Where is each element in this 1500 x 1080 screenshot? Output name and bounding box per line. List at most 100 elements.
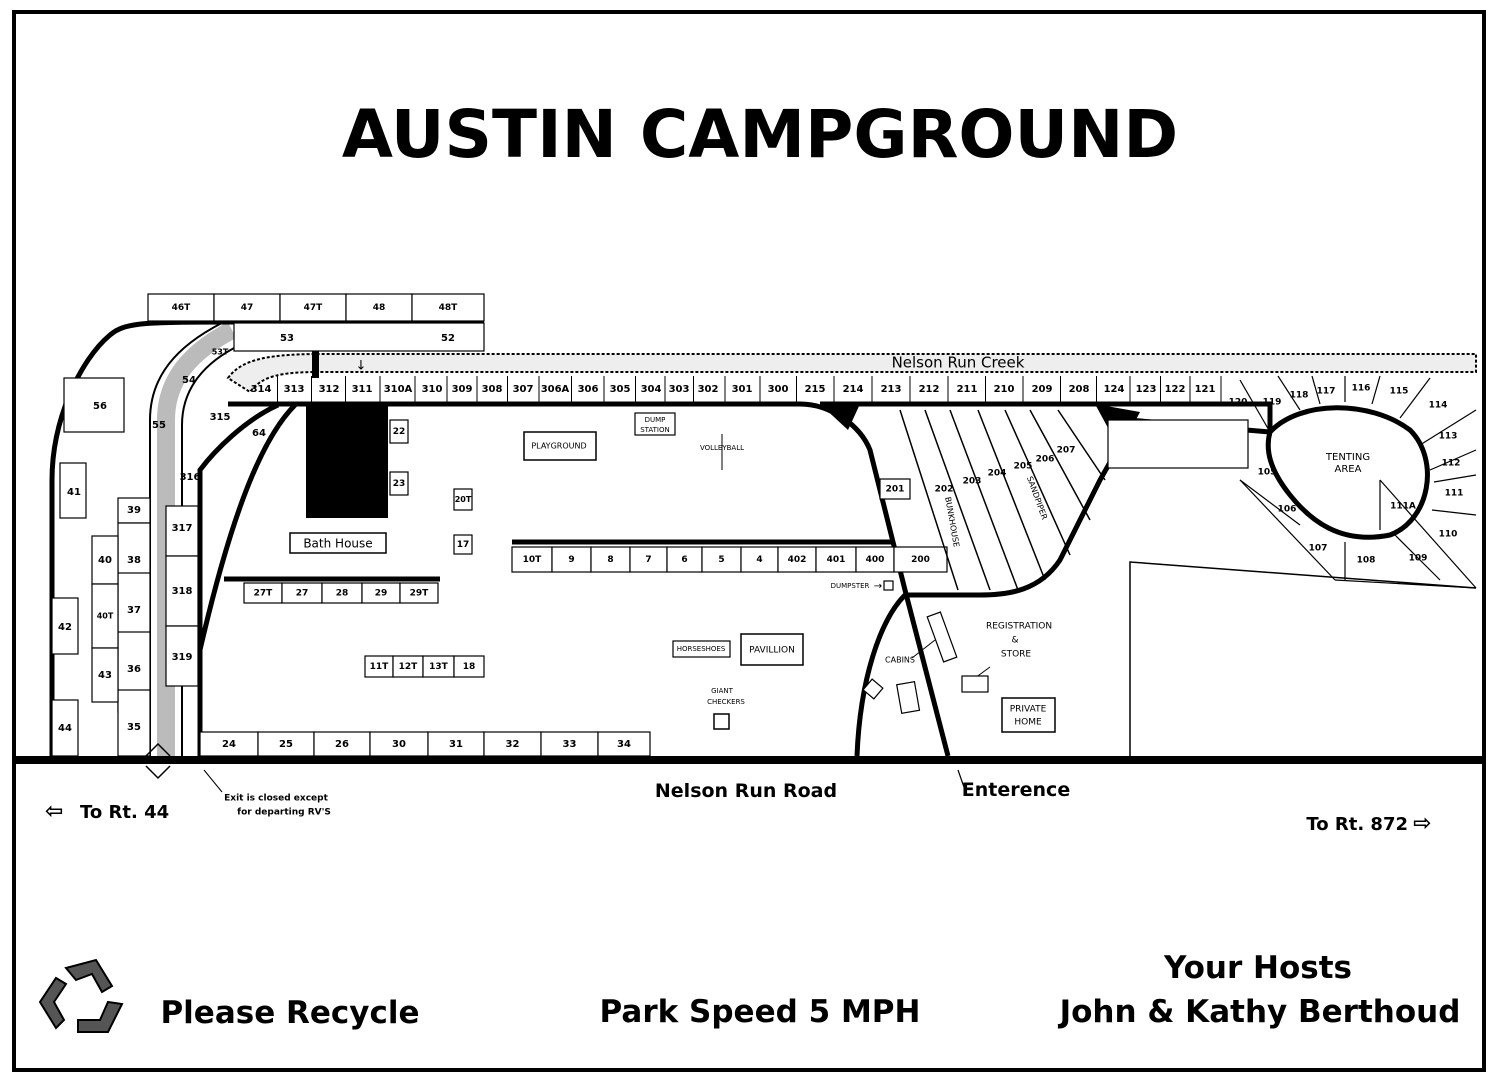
site-row100-box — [1107, 419, 1249, 469]
site-110: 110 — [1439, 530, 1458, 540]
site-5: 5 — [718, 555, 724, 565]
site-200-box — [893, 546, 948, 573]
exit-gate-icon — [145, 742, 171, 780]
site-119: 119 — [1263, 398, 1282, 408]
site-32-box — [483, 731, 542, 757]
site-34-box — [597, 731, 651, 757]
left-creek-edge-outer — [149, 317, 233, 756]
registration-label-3: STORE — [1001, 650, 1032, 660]
cabin-2 — [896, 680, 921, 715]
site-29T-box — [399, 582, 439, 604]
site-23-box — [389, 471, 409, 496]
tenting-area-label-1: TENTING — [1325, 452, 1370, 463]
site-9-box — [551, 546, 592, 573]
recycle-label: Please Recycle — [160, 995, 419, 1031]
site-7: 7 — [645, 555, 651, 565]
site-37: 37 — [127, 605, 141, 616]
bath-house-sign — [289, 532, 387, 554]
site-319-box — [165, 625, 199, 687]
site-402-box — [777, 546, 817, 573]
site-31: 31 — [449, 739, 463, 750]
site-310A: 310A — [384, 384, 413, 395]
dump-station-label-2: STATION — [640, 426, 670, 434]
site-43-box — [91, 647, 119, 703]
site-302: 302 — [698, 384, 719, 395]
site-215: 215 — [805, 384, 826, 395]
private-home-label-2: HOME — [1014, 718, 1042, 728]
site-112: 112 — [1442, 459, 1461, 469]
dumpster-label: DUMPSTER — [831, 582, 870, 590]
right-arrow-icon: ⇨ — [1413, 811, 1431, 836]
site-56-box — [63, 377, 125, 433]
site-row2-box — [233, 322, 485, 352]
dumpster-arrow-icon: → — [874, 581, 882, 592]
site-6-box — [666, 546, 703, 573]
site-52: 52 — [441, 333, 455, 344]
nelson-run-road-line — [14, 756, 1484, 764]
cabins-label: CABINS — [885, 656, 915, 665]
site-10T: 10T — [523, 555, 543, 565]
entrance-label: Enterence — [962, 779, 1070, 801]
volleyball-label: VOLLEYBALL — [700, 444, 744, 452]
site-31-box — [427, 731, 485, 757]
site-13T: 13T — [429, 662, 449, 672]
site-116: 116 — [1352, 384, 1371, 394]
site-44-box — [51, 699, 79, 757]
giant-checkers-box — [713, 713, 730, 730]
site-20T: 20T — [455, 495, 472, 504]
site-106: 106 — [1278, 505, 1297, 515]
site-9: 9 — [568, 555, 574, 565]
site-44: 44 — [58, 723, 72, 734]
site-308: 308 — [482, 384, 503, 395]
site-18-box — [453, 655, 485, 678]
site-5-box — [701, 546, 742, 573]
to-rt44-label: To Rt. 44 — [80, 802, 169, 823]
roads — [49, 319, 1430, 757]
diagonal-site-lines — [899, 409, 1106, 591]
inner-west-road — [197, 403, 297, 651]
site-33: 33 — [563, 739, 577, 750]
cabins-pointer — [911, 639, 936, 659]
site-35-box — [117, 689, 151, 757]
site-46T: 46T — [172, 303, 192, 313]
site-402: 402 — [788, 555, 807, 565]
site-115: 115 — [1390, 387, 1409, 397]
site-311: 311 — [352, 384, 373, 395]
site-118: 118 — [1290, 391, 1309, 401]
site-42: 42 — [58, 622, 72, 633]
site-27T: 27T — [254, 589, 274, 599]
site-38: 38 — [127, 555, 141, 566]
site-211: 211 — [957, 384, 978, 395]
site-40T: 40T — [97, 612, 114, 621]
site-11T: 11T — [370, 662, 390, 672]
bath-house-building — [306, 406, 388, 518]
site-306A: 306A — [541, 384, 570, 395]
site-18: 18 — [463, 662, 476, 672]
site-47-box — [213, 293, 281, 322]
site-307: 307 — [513, 384, 534, 395]
site-48T: 48T — [439, 303, 459, 313]
map-title: AUSTIN CAMPGROUND — [342, 96, 1178, 173]
site-317: 317 — [172, 523, 193, 534]
inner-west-road-2 — [197, 402, 280, 756]
creek-label: Nelson Run Creek — [892, 354, 1025, 372]
site-48T-box — [411, 293, 485, 322]
site-202: 202 — [935, 485, 954, 495]
site-306: 306 — [578, 384, 599, 395]
left-creek-channel — [157, 322, 237, 756]
site-4: 4 — [756, 555, 762, 565]
down-arrow-icon: ↓ — [356, 359, 367, 374]
site-25: 25 — [279, 739, 293, 750]
site-40: 40 — [98, 555, 112, 566]
tent-ring-spokes — [1239, 375, 1477, 589]
right-property-line — [1129, 561, 1477, 756]
creek-road-east — [820, 401, 1273, 432]
recycle-icon — [38, 958, 124, 1033]
site-305: 305 — [610, 384, 631, 395]
road-fork-fill-left — [820, 404, 860, 430]
site-35: 35 — [127, 722, 141, 733]
site-28: 28 — [336, 589, 349, 599]
site-24: 24 — [222, 739, 236, 750]
site-46T-box — [147, 293, 215, 322]
site-30-box — [369, 731, 429, 757]
